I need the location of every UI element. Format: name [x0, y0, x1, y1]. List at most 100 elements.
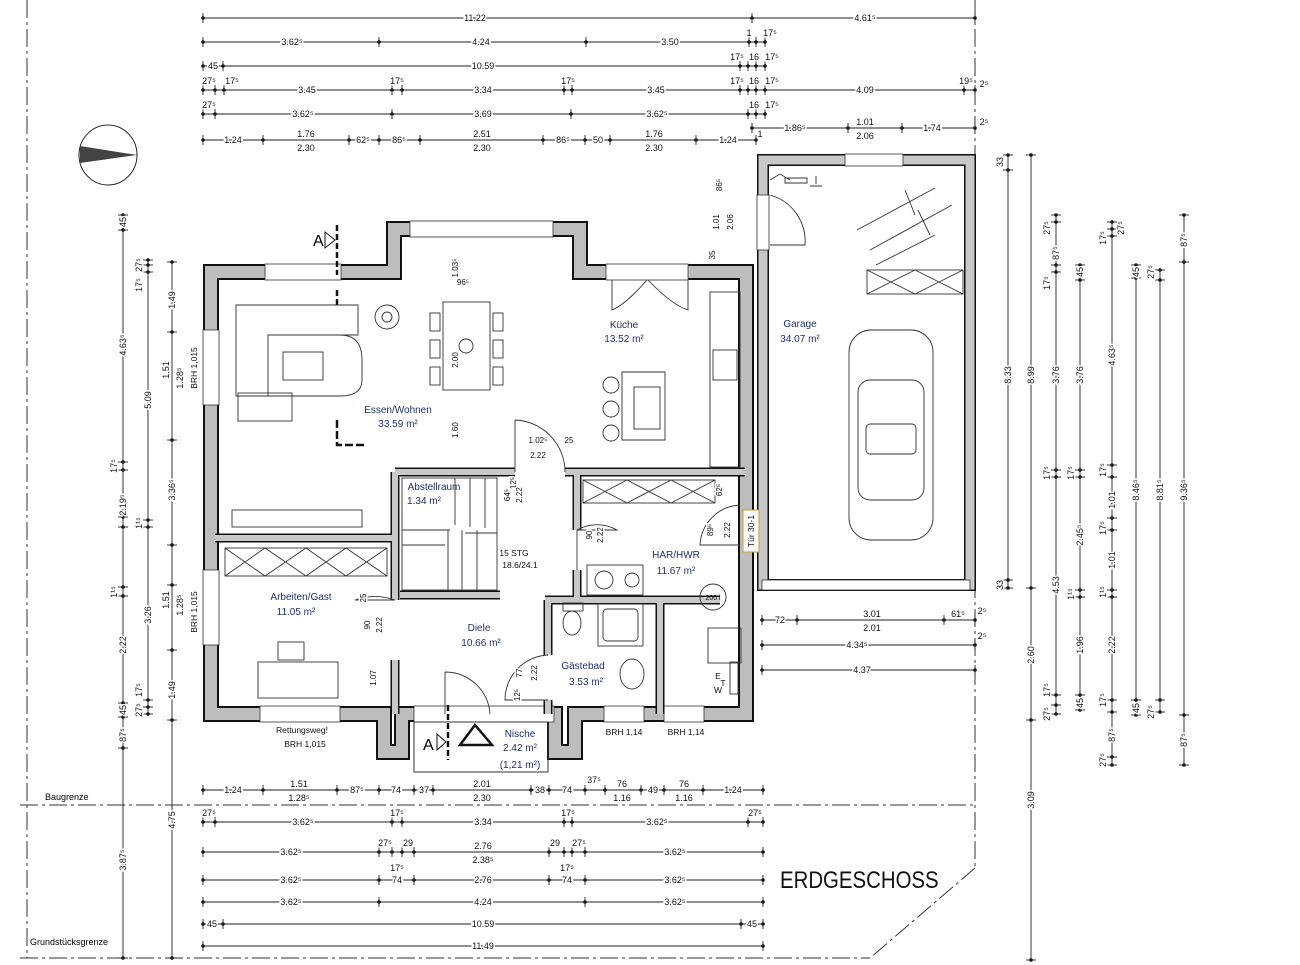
dimension-label: 74 [391, 785, 401, 795]
wardrobe-icon [224, 509, 388, 577]
section-marker-bottom-label: A [423, 737, 434, 754]
dimension-label: 27⁵ [202, 100, 216, 110]
interior-dimension-label: 90 [585, 530, 594, 539]
interior-dimension-label: 35 [708, 250, 717, 259]
property-line-label: Grundstücksgrenze [30, 937, 108, 947]
interior-dimension-label: 1.60 [451, 422, 460, 438]
dimension-label: 62⁵ [356, 135, 370, 145]
dimension-label: 4.09 [856, 85, 874, 95]
interior-dimension-label: 2.22 [530, 665, 539, 681]
dimension-label: 27⁵ [202, 808, 216, 818]
dimension-label: 1.86⁵ [784, 123, 806, 133]
dimension-label: 1.24 [224, 135, 242, 145]
dimension-label: 3.76 [1051, 366, 1061, 384]
dimension-label: 3.62⁵ [280, 897, 302, 907]
fire-door-frame [742, 509, 760, 553]
dimension-label: 1.49 [167, 291, 177, 309]
dimension-label: 3.26 [143, 606, 153, 624]
dimension-label: 27⁵ [1042, 221, 1052, 235]
meter-panel [729, 661, 739, 695]
dimension-label: 1.28⁵ [288, 793, 310, 803]
dimension-label: 3.50 [661, 37, 679, 47]
dimension-label: 1 [757, 129, 762, 139]
dimension-label: 2.19⁵ [118, 494, 128, 516]
garage-shelf-icon [866, 269, 964, 295]
room-area: 3.53 m² [569, 677, 604, 688]
doors [354, 194, 806, 715]
meter-w-label: W [714, 685, 722, 695]
dimension-label: 4.63⁵ [1107, 344, 1117, 366]
dimension-label: 2.30 [297, 143, 315, 153]
stairs-count: 15 STG [499, 548, 528, 558]
dimension-label: 27⁵ [378, 838, 392, 848]
meter-e-label: E [715, 671, 721, 681]
dimension-label: 45 [747, 919, 757, 929]
utility-unit [707, 627, 742, 664]
dimension-label: 17⁵ [1042, 276, 1052, 290]
dimension-label: 4.24 [474, 897, 492, 907]
desk-icon [257, 641, 339, 699]
dimension-label: 1.76 [645, 129, 663, 139]
dimension-label: 2.45⁵ [1075, 524, 1085, 546]
room-name: Gästebad [561, 661, 604, 672]
dimension-label: 27⁵ [1146, 705, 1156, 719]
dimension-label: 1.01 [856, 117, 874, 127]
dining-table-icon [429, 301, 504, 391]
room-area: 33.59 m² [378, 419, 418, 430]
stairs-ratio: 18.6/24.1 [502, 560, 538, 570]
dimension-label: 45 [1075, 267, 1085, 277]
dimension-label: 17⁵ [765, 100, 779, 110]
room-name: Nische [505, 729, 536, 740]
interior-dimension-label: 90 [363, 620, 372, 629]
dimension-label: 4.53 [1051, 576, 1061, 594]
dimension-label: 87⁵ [118, 728, 128, 742]
dimension-label: 17⁵ [1042, 466, 1052, 480]
interior-dimension-label: 2.22 [375, 617, 384, 633]
sill-height-label: BRH 1,015 [189, 347, 199, 389]
dimension-label: 17⁵ [390, 808, 404, 818]
dimension-label: 17⁵ [561, 76, 575, 86]
dimension-label: 3.36⁵ [167, 479, 177, 501]
dimension-label: 17⁵ [765, 52, 779, 62]
kitchen-counter [602, 291, 741, 468]
dimension-label: 3.62⁵ [664, 847, 686, 857]
boiler-tank-icon: 200 l [699, 583, 727, 611]
interior-dimension-label: 2.00 [451, 352, 460, 368]
dimension-label: 3.69 [474, 109, 492, 119]
dimension-label: 17⁵ [1098, 231, 1108, 245]
dimension-label: 33 [995, 580, 1005, 590]
floor-title: ERDGESCHOSS [780, 866, 939, 893]
nische-outline [413, 721, 549, 773]
dimension-label: 1¹⁵ [109, 586, 119, 598]
washer-dryer-icon [586, 564, 644, 596]
interior-dimension-label: 2.22 [515, 487, 524, 503]
dimension-label: 45 [118, 217, 128, 227]
dimension-label: 2.01 [473, 779, 491, 789]
dimension-label: 1.51 [161, 591, 171, 609]
dimension-label: 3.62⁵ [292, 817, 314, 827]
dimension-label: 5.09 [143, 391, 153, 409]
dimension-label: 1¹⁵ [1098, 586, 1108, 598]
dimension-label: 1 [746, 28, 751, 38]
interior-walls [215, 467, 745, 714]
interior-dimension-label: 77 [515, 668, 524, 677]
dimension-label: 45 [208, 61, 218, 71]
dimension-label: 45 [207, 919, 217, 929]
room-area: 11.05 m² [277, 607, 316, 618]
dimension-label: 17⁵ [390, 76, 404, 86]
dimension-label: 3.87⁵ [118, 849, 128, 871]
dimension-label: 1.24 [224, 785, 242, 795]
dimension-label: 3.34 [474, 85, 492, 95]
dimension-label: 27⁵ [202, 76, 216, 86]
dimension-label: 87⁵ [350, 785, 364, 795]
dimension-label: 27⁵ [1116, 221, 1126, 235]
dimension-label: 8.46⁵ [1131, 479, 1141, 501]
dimension-label: 27⁵ [1146, 265, 1156, 279]
dimension-label: 61⁵ [951, 609, 965, 619]
dimension-label: 87⁵ [1107, 728, 1117, 742]
build-line-label: Baugrenze [45, 792, 89, 802]
dimension-label: 17⁵ [134, 278, 144, 292]
interior-dimension-label: 2.22 [530, 451, 546, 460]
dimension-label: 49 [648, 785, 658, 795]
